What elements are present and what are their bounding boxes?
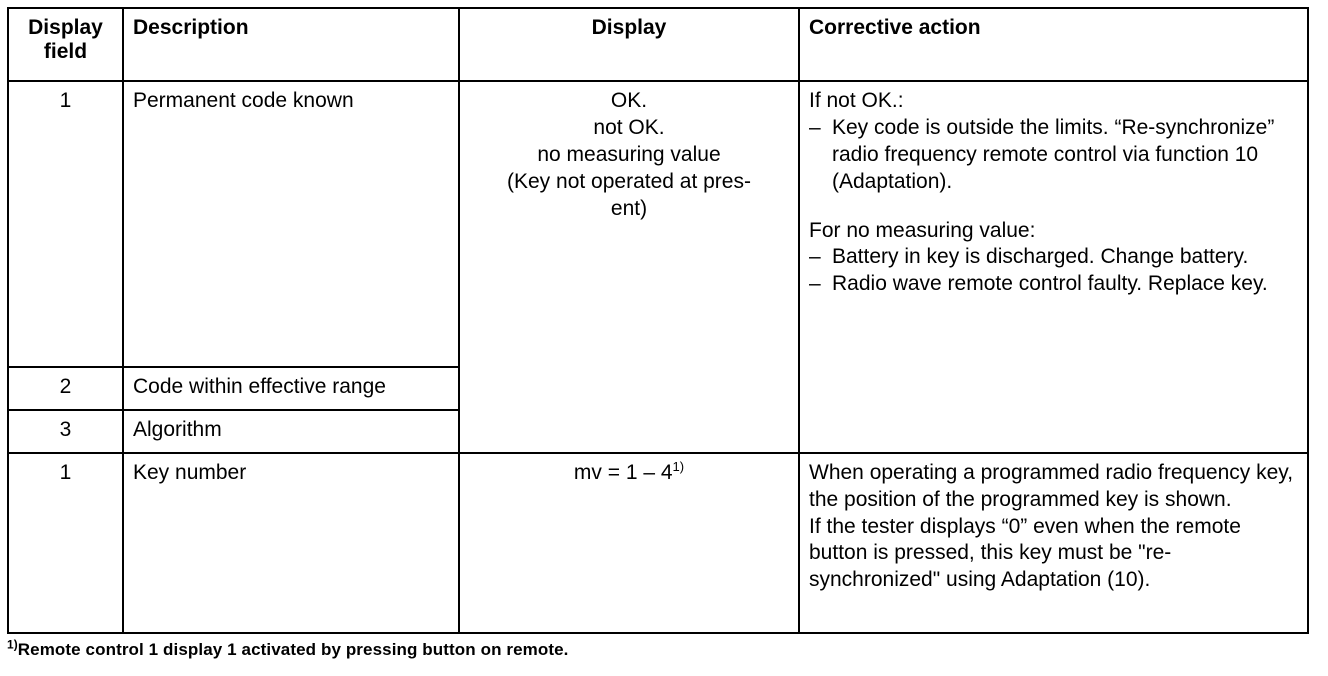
cell-display-field: 1 — [7, 451, 124, 634]
display-line: no measuring value — [537, 142, 721, 166]
list-item: – Key code is outside the limits. “Re-sy… — [809, 115, 1298, 196]
display-field-value: 1 — [59, 89, 72, 112]
column-header-corrective-action: Corrective action — [798, 7, 1309, 82]
cell-corrective-action: When operating a programmed radio freque… — [798, 451, 1309, 634]
dash-bullet-icon: – — [809, 272, 821, 296]
cell-display-field: 2 — [7, 366, 124, 411]
column-header-display-field: Display field — [7, 7, 124, 82]
column-header-corrective-action-label: Corrective action — [809, 16, 981, 39]
display-value-list: OK. not OK. no measuring value (Key not … — [460, 82, 798, 366]
description-value: Permanent code known — [133, 89, 354, 112]
column-header-display-field-line1: Display — [28, 16, 103, 39]
footnote: 1)Remote control 1 display 1 activated b… — [7, 638, 569, 660]
table-row: 3 Algorithm — [7, 408, 1308, 454]
list-item-text: Battery in key is discharged. Change bat… — [832, 245, 1249, 269]
display-line: OK. — [610, 89, 648, 112]
column-header-display-label: Display — [591, 16, 667, 39]
table-row: 1 Key number mv = 1 – 41) When operating… — [7, 451, 1309, 634]
column-header-description-label: Description — [133, 16, 249, 39]
dash-bullet-icon: – — [809, 245, 821, 269]
corrective-action-content: If not OK.: – Key code is outside the li… — [800, 82, 1307, 366]
table-row: 2 Code within effective range — [7, 366, 1308, 411]
footnote-text: Remote control 1 display 1 activated by … — [17, 640, 569, 659]
cell-description: Code within effective range — [122, 366, 460, 411]
corrective-heading-no-measuring-value: For no measuring value: — [809, 218, 1036, 242]
display-line: (Key not operated at pres- — [507, 169, 751, 193]
display-field-value: 1 — [59, 460, 72, 484]
display-expression: mv = 1 – 41) — [460, 454, 798, 632]
cell-display: OK. not OK. no measuring value (Key not … — [458, 80, 800, 454]
paragraph-spacer — [809, 196, 1298, 218]
corrective-bullets-no-measuring-value: – Battery in key is discharged. Change b… — [809, 244, 1298, 298]
table-body: 1 Permanent code known OK. not OK. no me… — [7, 80, 1309, 634]
column-header-display: Display — [458, 7, 800, 82]
list-item: – Radio wave remote control faulty. Repl… — [809, 271, 1298, 298]
column-header-description: Description — [122, 7, 460, 82]
footnote-marker: 1) — [7, 637, 18, 652]
cell-corrective-action: If not OK.: – Key code is outside the li… — [798, 80, 1309, 454]
display-expression-text: mv = 1 – 4 — [573, 460, 673, 484]
corrective-heading-not-ok: If not OK.: — [809, 89, 904, 112]
display-field-value: 3 — [59, 417, 72, 441]
table-row: 1 Permanent code known OK. not OK. no me… — [7, 80, 1309, 454]
cell-description: Permanent code known — [122, 80, 460, 368]
cell-display-field: 1 — [7, 80, 124, 368]
cell-display-field: 3 — [7, 408, 124, 454]
description-value: Code within effective range — [133, 375, 386, 398]
list-item: – Battery in key is discharged. Change b… — [809, 244, 1298, 271]
diagnostic-display-table: Display field Description Display Correc… — [7, 7, 1309, 634]
list-item-text: Key code is outside the limits. “Re-sync… — [832, 115, 1275, 193]
display-line: ent) — [610, 196, 648, 220]
header-row: Display field Description Display Correc… — [7, 7, 1309, 82]
table-header: Display field Description Display Correc… — [7, 7, 1309, 82]
description-value: Algorithm — [133, 417, 222, 441]
cell-description: Key number — [122, 451, 460, 634]
dash-bullet-icon: – — [809, 115, 821, 139]
column-header-display-field-line2: field — [43, 39, 88, 63]
display-expression-footnote-marker: 1) — [672, 458, 685, 474]
display-field-value: 2 — [59, 375, 72, 398]
list-item-text: Radio wave remote control faulty. Replac… — [832, 272, 1268, 296]
corrective-paragraph-1: When operating a programmed radio freque… — [809, 460, 1294, 511]
description-value: Key number — [133, 460, 247, 484]
cell-description: Algorithm — [122, 408, 460, 454]
corrective-action-content: When operating a programmed radio freque… — [800, 454, 1307, 632]
display-line: not OK. — [593, 115, 665, 139]
corrective-paragraph-2: If the tester displays “0” even when the… — [809, 514, 1241, 592]
corrective-bullets-not-ok: – Key code is outside the limits. “Re-sy… — [809, 115, 1298, 196]
cell-display: mv = 1 – 41) — [458, 451, 800, 634]
